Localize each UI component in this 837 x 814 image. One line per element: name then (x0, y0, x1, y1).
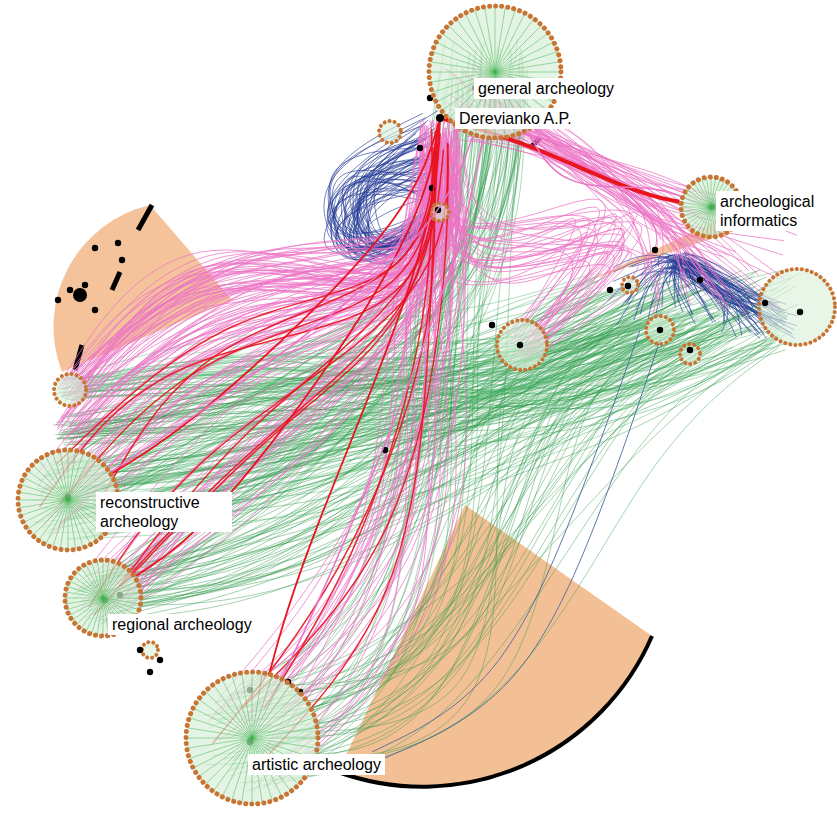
cluster-label: archeological informatics (716, 191, 837, 231)
edge-line (111, 136, 472, 471)
bundle-line (380, 340, 660, 760)
black-dot (517, 342, 523, 348)
bundle-line (248, 125, 428, 769)
black-bar (112, 272, 120, 290)
edge-line (270, 122, 440, 672)
bundle-line (448, 93, 706, 283)
black-dot (607, 287, 613, 293)
bundle-line (83, 162, 428, 434)
black-dot (489, 322, 495, 328)
cluster-circle (54, 374, 86, 406)
black-dot (55, 297, 61, 303)
cluster-label: general archeology (474, 78, 618, 99)
black-dot (119, 257, 125, 263)
author-node: Derevianko A.P. (436, 114, 444, 122)
cluster-circle (379, 121, 401, 143)
black-dot (92, 245, 98, 251)
black-dot (82, 282, 88, 288)
cluster-circle (622, 277, 638, 293)
cluster-node: regional archeology (63, 558, 143, 638)
black-dot (157, 657, 163, 663)
bundle-line (59, 158, 448, 439)
bundle-line (58, 174, 443, 388)
bundle-line (104, 135, 439, 494)
bundle-line (101, 184, 446, 597)
black-dot (147, 669, 153, 675)
bundle-line (65, 144, 441, 440)
edge-line (112, 122, 438, 473)
cluster-label: artistic archeology (248, 754, 385, 775)
bundle-line (64, 146, 421, 390)
cluster-circle (142, 642, 158, 658)
cluster-node: artistic archeology (184, 670, 320, 806)
edge-line (282, 139, 482, 677)
black-dots (55, 85, 803, 745)
black-dot (417, 145, 423, 151)
cluster-label: regional archeology (108, 614, 256, 635)
bundle-line (59, 154, 454, 433)
cluster-circle (759, 269, 835, 345)
black-dot (92, 307, 98, 313)
bundle-line (621, 262, 760, 338)
line-bundles (30, 40, 799, 792)
bundle-line (454, 91, 756, 224)
bundle-line (279, 125, 422, 778)
cluster-label: reconstructive archeology (96, 492, 232, 532)
cluster-circle (497, 320, 547, 370)
bundle-line (68, 334, 729, 427)
black-dot (625, 283, 631, 289)
edge-line (528, 132, 681, 197)
bundle-line (94, 134, 437, 616)
black-dot (687, 347, 693, 353)
bundle-line (473, 69, 764, 290)
bundle-line (57, 131, 436, 463)
black-dot (137, 647, 143, 653)
black-dot (73, 288, 87, 302)
black-bar (138, 205, 152, 230)
bundle-line (58, 168, 443, 426)
bundle-line (372, 330, 640, 752)
bundle-line (60, 144, 436, 504)
bundle-line (89, 143, 448, 607)
black-dot (762, 300, 768, 306)
black-dot (67, 287, 73, 293)
bundle-line (243, 144, 448, 707)
black-dot (797, 309, 803, 315)
bundle-line (631, 261, 758, 316)
author-dot (436, 114, 444, 122)
black-dot (652, 247, 658, 253)
cluster-circle (646, 316, 674, 344)
bundle-line (81, 148, 443, 602)
bundle-line (104, 171, 429, 623)
cluster-circle (184, 670, 320, 806)
cluster-node: archeological informatics (679, 175, 743, 239)
bundle-line (213, 147, 435, 743)
cluster-circle (680, 344, 700, 364)
cluster-label: Derevianko A.P. (455, 108, 576, 129)
bundle-line (63, 142, 431, 381)
cluster-node: reconstructive archeology (16, 448, 120, 552)
black-dot (657, 327, 663, 333)
black-dot (697, 277, 703, 283)
black-dot (115, 240, 121, 246)
bundle-line (65, 183, 442, 401)
